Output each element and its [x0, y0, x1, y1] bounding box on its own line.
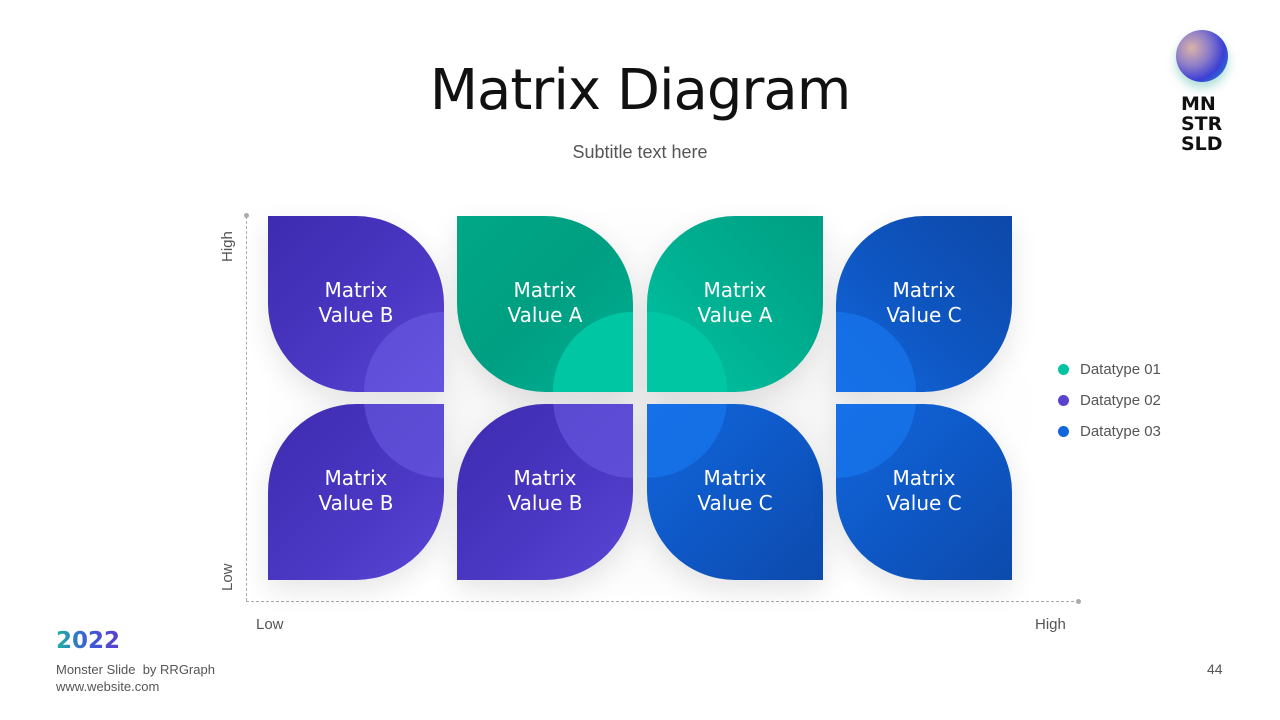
footer-credit-author: Monster Slide by RRGraph [56, 662, 215, 677]
cell-label-line1: Matrix [703, 278, 767, 302]
matrix-cell-r1c2: Matrix Value A [457, 216, 633, 392]
legend-dot-icon [1058, 426, 1069, 437]
legend-item-datatype-03: Datatype 03 [1058, 416, 1161, 447]
cell-label-line2: Value A [507, 303, 583, 327]
cell-label-line1: Matrix [513, 278, 577, 302]
page-number: 44 [1207, 661, 1223, 677]
cell-label: Matrix Value C [836, 278, 1012, 328]
cell-label-line1: Matrix [703, 466, 767, 490]
footer-year: 2022 [56, 628, 121, 654]
cell-label-line1: Matrix [513, 466, 577, 490]
cell-label-line1: Matrix [892, 466, 956, 490]
cell-label: Matrix Value C [836, 466, 1012, 516]
legend-label: Datatype 03 [1080, 423, 1161, 440]
logo-line: STR [1181, 113, 1223, 135]
x-axis-label-high: High [1035, 616, 1066, 633]
logo-line: SLD [1181, 133, 1223, 155]
matrix-cell-r2c1: Matrix Value B [268, 404, 444, 580]
legend-item-datatype-01: Datatype 01 [1058, 354, 1161, 385]
cell-label-line1: Matrix [892, 278, 956, 302]
legend-dot-icon [1058, 364, 1069, 375]
footer-website: www.website.com [56, 679, 160, 694]
cell-label-line2: Value B [507, 491, 583, 515]
footer-credit: Monster Slide by RRGraph www.website.com [56, 661, 215, 695]
legend-dot-icon [1058, 395, 1069, 406]
brand-logo-text: MN STR SLD [1181, 94, 1223, 154]
y-axis-end-dot [244, 213, 249, 218]
matrix-cell-r2c2: Matrix Value B [457, 404, 633, 580]
matrix-cell-r1c1: Matrix Value B [268, 216, 444, 392]
cell-label-line1: Matrix [324, 466, 388, 490]
cell-label-line2: Value B [318, 491, 394, 515]
cell-label-line2: Value C [886, 491, 962, 515]
legend-label: Datatype 02 [1080, 392, 1161, 409]
legend-label: Datatype 01 [1080, 361, 1161, 378]
y-axis-line [246, 216, 247, 601]
legend: Datatype 01 Datatype 02 Datatype 03 [1058, 354, 1161, 447]
x-axis-label-low: Low [256, 616, 284, 633]
y-axis-label-low: Low [219, 563, 236, 591]
y-axis-label-high: High [219, 231, 236, 262]
cell-label-line1: Matrix [324, 278, 388, 302]
cell-label-line2: Value A [697, 303, 773, 327]
cell-label: Matrix Value A [457, 278, 633, 328]
legend-item-datatype-02: Datatype 02 [1058, 385, 1161, 416]
matrix-cell-r2c4: Matrix Value C [836, 404, 1012, 580]
cell-label: Matrix Value C [647, 466, 823, 516]
matrix-cell-r1c4: Matrix Value C [836, 216, 1012, 392]
cell-label: Matrix Value A [647, 278, 823, 328]
page-title: Matrix Diagram [429, 58, 852, 123]
matrix-cell-r1c3: Matrix Value A [647, 216, 823, 392]
cell-label-line2: Value B [318, 303, 394, 327]
cell-label: Matrix Value B [268, 466, 444, 516]
cell-label: Matrix Value B [268, 278, 444, 328]
x-axis-line [246, 601, 1079, 602]
page-subtitle: Subtitle text here [572, 142, 708, 162]
logo-line: MN [1181, 93, 1216, 115]
matrix-cell-r2c3: Matrix Value C [647, 404, 823, 580]
cell-label-line2: Value C [886, 303, 962, 327]
x-axis-end-dot [1076, 599, 1081, 604]
cell-label-line2: Value C [697, 491, 773, 515]
cell-label: Matrix Value B [457, 466, 633, 516]
sphere-logo-icon [1176, 30, 1228, 82]
